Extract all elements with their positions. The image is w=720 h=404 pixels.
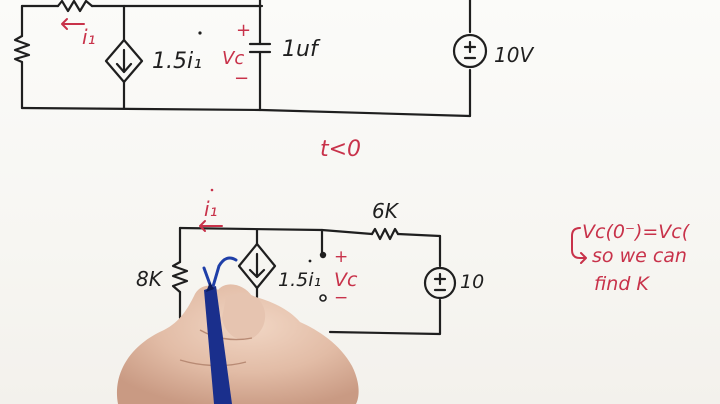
top-current-label: i₁: [82, 25, 96, 49]
top-voltage-source: [452, 33, 488, 69]
top-source-value: 10V: [494, 43, 534, 67]
hand: [116, 284, 359, 404]
bottom-node-plus: +: [334, 247, 348, 267]
top-source-polarity-icon: [463, 40, 477, 60]
finger: [222, 293, 266, 341]
top-current-arrow-icon: [61, 18, 85, 30]
hand-with-pen: [116, 282, 359, 404]
top-capacitor: [248, 42, 272, 54]
resistor-6k-label: 6K: [372, 199, 400, 223]
top-series-resistor: [56, 0, 94, 13]
top-cap-minus: −: [234, 68, 249, 89]
note-bracket-arrow-icon: [571, 227, 587, 264]
condition-label: t<0: [320, 137, 361, 162]
note-line-2: so we can: [592, 245, 687, 267]
top-cap-value: 1uf: [282, 37, 321, 62]
bottom-source-polarity-icon: [433, 272, 447, 292]
bottom-dependent-source: [237, 242, 277, 290]
terminal-mark-dot: [308, 259, 312, 263]
bottom-voltage-source: [423, 266, 457, 300]
bottom-node-minus: −: [334, 288, 348, 308]
terminal-dot-top: [319, 251, 327, 259]
bottom-dep-source-label: 1.5i₁: [278, 269, 321, 291]
bottom-current-dot: [210, 188, 214, 192]
top-circuit: [13, 0, 488, 118]
bottom-circuit: [171, 188, 457, 336]
note-line-3: find K: [594, 273, 650, 295]
top-cap-voltage: Vc: [222, 48, 244, 69]
bottom-right-branch: [328, 234, 442, 336]
terminal-dot-bottom: [319, 294, 327, 302]
bottom-current-arrow-icon: [199, 220, 223, 232]
top-dep-source-arrow-icon: [115, 48, 133, 74]
pen: [204, 286, 232, 404]
bottom-current-label: i₁: [204, 197, 218, 221]
note-line-1: Vc(0⁻)=Vc(: [582, 221, 691, 243]
top-node-dot: [198, 31, 202, 35]
left-resistor: [13, 34, 31, 64]
bottom-wire: [20, 106, 472, 118]
top-dependent-source: [104, 38, 144, 84]
top-cap-plus: +: [236, 20, 251, 41]
resistor-6k: [370, 227, 400, 241]
bottom-node-voltage: Vc: [334, 269, 358, 291]
bottom-top-wire: [178, 226, 442, 238]
bottom-dep-source-arrow-icon: [248, 252, 266, 279]
resistor-8k: [171, 260, 189, 294]
resistor-8k-label: 8K: [136, 267, 164, 291]
bottom-source-value: 10: [460, 271, 484, 293]
top-dep-source-label: 1.5i₁: [152, 49, 202, 74]
pen-tip: [206, 282, 214, 292]
